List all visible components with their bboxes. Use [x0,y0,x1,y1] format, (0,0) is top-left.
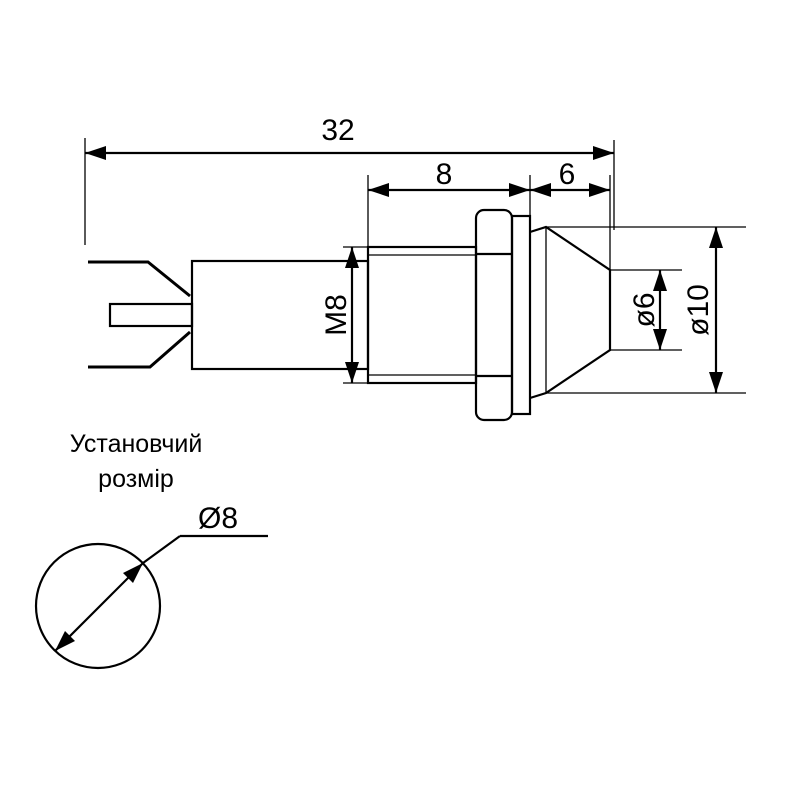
dimension-outer-diameter: ø10 [546,226,746,394]
dimension-inner-diameter: ø6 [610,269,682,351]
wire-terminal [88,260,194,369]
thread-label: M8 [320,294,353,336]
mounting-note-line2: розмір [98,465,174,493]
hex-nut [474,208,514,422]
inner-diameter-label: ø6 [628,292,661,327]
dimension-overall-length: 32 [84,114,615,245]
outer-diameter-label: ø10 [682,284,715,336]
flange [510,214,532,416]
lens-cone [529,225,612,400]
mounting-note: Установчий розмір [70,430,203,493]
mounting-note-line1: Установчий [70,430,203,458]
overall-length-label: 32 [321,114,354,147]
lens-length-label: 6 [559,158,576,191]
dimension-lens-length: 6 [530,158,611,270]
mounting-hole-diameter-label: Ø8 [198,502,238,535]
thread-length-label: 8 [436,158,453,191]
dimension-thread-length: 8 [367,158,531,247]
mounting-hole: Ø8 [34,502,268,670]
threaded-section [366,245,478,385]
dimension-thread: M8 [320,246,368,384]
